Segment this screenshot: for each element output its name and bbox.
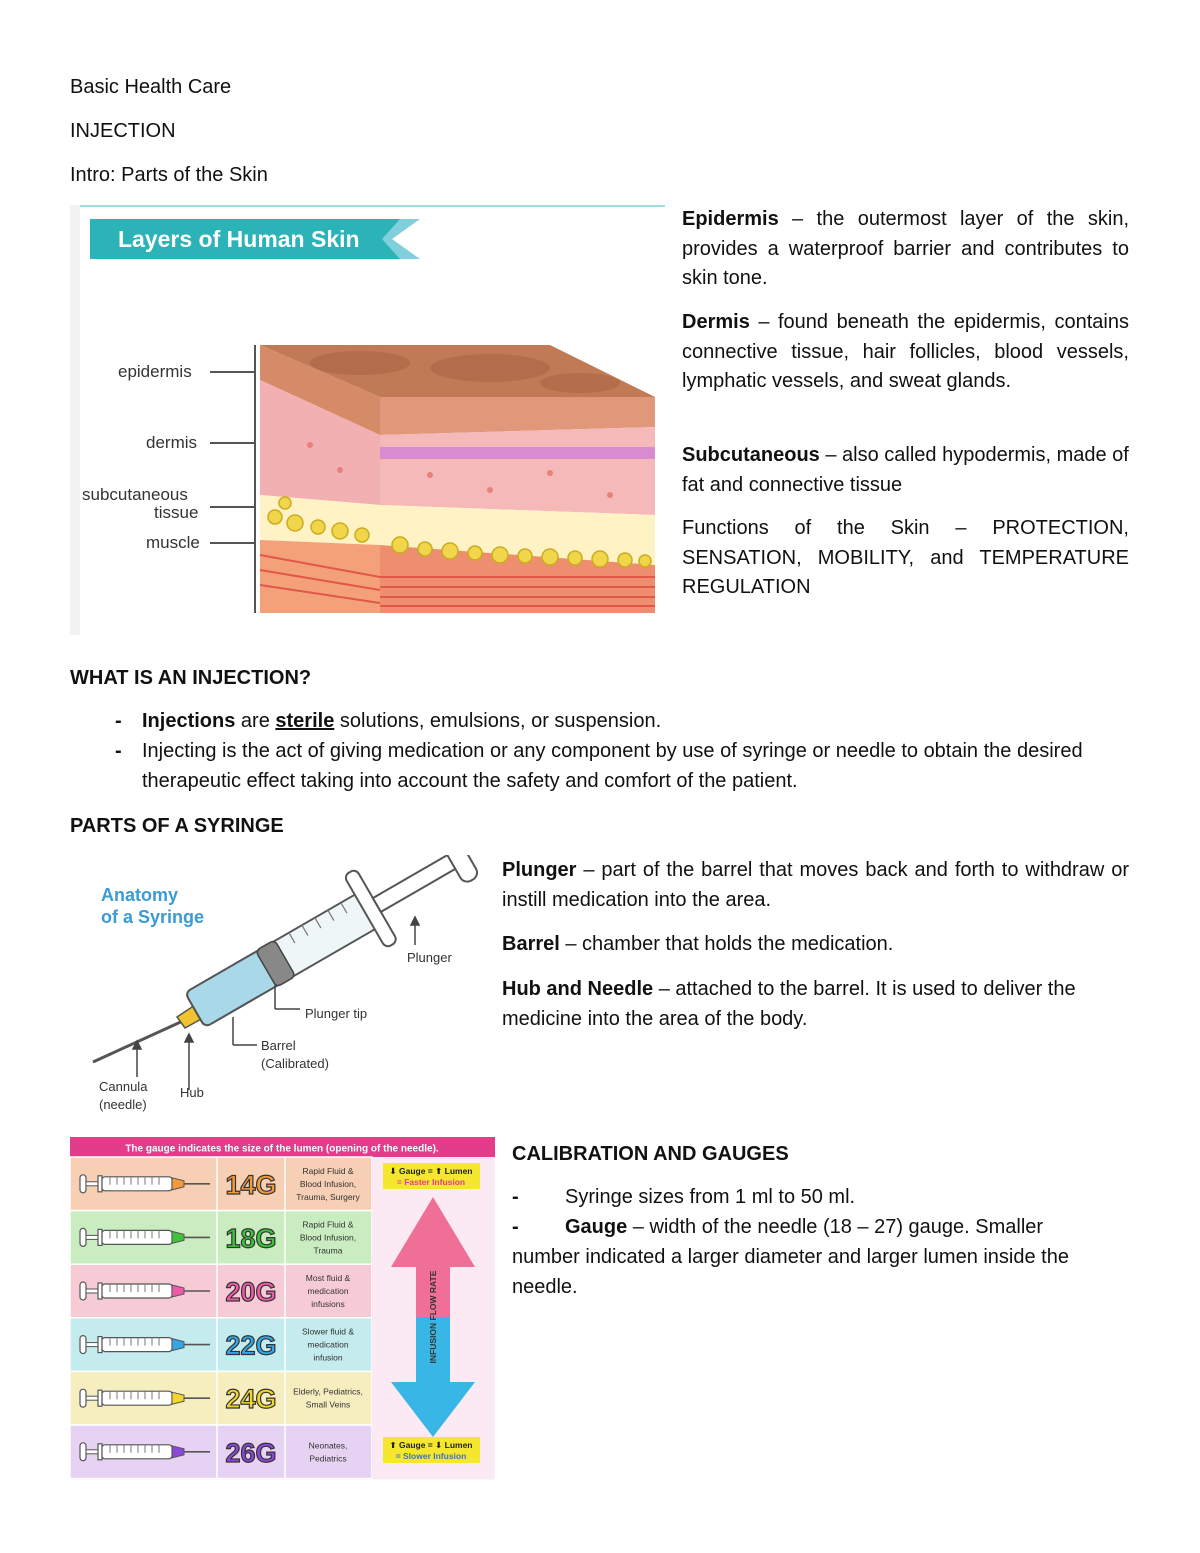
gauge-row: 22G Slower fluid & medication infusion bbox=[70, 1317, 373, 1373]
label-muscle: muscle bbox=[146, 533, 200, 552]
list-item: - Gauge – width of the needle (18 – 27) … bbox=[512, 1216, 1044, 1238]
gauge-term: Gauge bbox=[565, 1216, 628, 1238]
label-barrel: Barrel bbox=[261, 1038, 296, 1053]
label-calibrated: (Calibrated) bbox=[261, 1056, 329, 1071]
list-item: - Syringe sizes from 1 ml to 50 ml. bbox=[512, 1186, 856, 1208]
syringe-icon bbox=[79, 1335, 210, 1355]
gauge-row: 18G Rapid Fluid & Blood Infusion, Trauma bbox=[70, 1209, 373, 1265]
label-dermis: dermis bbox=[146, 433, 197, 452]
gauge-label: 20G bbox=[225, 1277, 276, 1307]
barrel-term: Barrel bbox=[502, 933, 560, 955]
skin-functions: Functions of the Skin – PROTECTION, SENS… bbox=[682, 517, 1129, 598]
syringe-icon bbox=[79, 1174, 210, 1194]
label-hub: Hub bbox=[180, 1085, 204, 1100]
subcutaneous-definition: Subcutaneous – also called hypodermis, m… bbox=[682, 444, 1129, 496]
gauge-use-text: Blood Infusion, bbox=[300, 1232, 356, 1242]
gauge-use-text: Most fluid & bbox=[306, 1273, 351, 1283]
topic-title: INJECTION bbox=[70, 120, 176, 142]
gauge-row: 26G Neonates, Pediatrics bbox=[70, 1424, 373, 1480]
gauge-label: 26G bbox=[225, 1438, 276, 1468]
syringe-icon bbox=[79, 1388, 210, 1408]
gauge-use-text: infusions bbox=[311, 1299, 345, 1309]
syringe-figure-title-1: Anatomy bbox=[101, 885, 178, 905]
gauge-use-text: Slower fluid & bbox=[302, 1327, 354, 1337]
gauge-use-text: medication bbox=[307, 1286, 348, 1296]
gauge-label: 14G bbox=[225, 1170, 276, 1200]
bottom-note-1: ⬆ Gauge = ⬇ Lumen bbox=[390, 1440, 473, 1450]
flow-rate-label: INFUSION FLOW RATE bbox=[428, 1270, 438, 1363]
calibration-heading: CALIBRATION AND GAUGES bbox=[512, 1143, 789, 1165]
gauge-use-text: Elderly, Pediatrics, bbox=[293, 1387, 363, 1397]
label-tissue: tissue bbox=[154, 503, 198, 522]
gauge-use-text: Rapid Fluid & bbox=[302, 1166, 353, 1176]
gauge-banner: The gauge indicates the size of the lume… bbox=[125, 1144, 439, 1155]
gauge-use-text: medication bbox=[307, 1340, 348, 1350]
syringe-icon bbox=[79, 1442, 210, 1462]
needle-gauge-figure: The gauge indicates the size of the lume… bbox=[70, 1137, 495, 1480]
gauge-definition-cont: number indicated a larger diameter and l… bbox=[512, 1246, 1069, 1298]
hub-needle-definition: Hub and Needle – attached to the barrel.… bbox=[502, 978, 1076, 1030]
gauge-use-text: infusion bbox=[313, 1353, 343, 1363]
skin-layers-figure: Layers of Human Skin epidermis d bbox=[70, 205, 665, 635]
label-needle: (needle) bbox=[99, 1097, 147, 1112]
gauge-use-text: Trauma, Surgery bbox=[296, 1192, 360, 1202]
barrel-definition: Barrel – chamber that holds the medicati… bbox=[502, 933, 894, 955]
gauge-use-text: Small Veins bbox=[306, 1400, 350, 1410]
label-plunger: Plunger bbox=[407, 950, 452, 965]
top-note-2: = Faster Infusion bbox=[397, 1177, 465, 1187]
dermis-definition: Dermis – found beneath the epidermis, co… bbox=[682, 311, 1129, 392]
label-epidermis: epidermis bbox=[118, 362, 192, 381]
label-cannula: Cannula bbox=[99, 1079, 148, 1094]
skin-figure-title: Layers of Human Skin bbox=[118, 226, 360, 252]
gauge-label: 22G bbox=[225, 1331, 276, 1361]
dermis-term: Dermis bbox=[682, 311, 750, 333]
gauge-row: 14G Rapid Fluid & Blood Infusion, Trauma, S… bbox=[70, 1156, 373, 1212]
gauge-use-text: Neonates, bbox=[309, 1440, 348, 1450]
intro-subtitle: Intro: Parts of the Skin bbox=[70, 164, 268, 186]
course-title: Basic Health Care bbox=[70, 76, 232, 98]
gauge-use-text: Trauma bbox=[314, 1245, 343, 1255]
gauge-label: 24G bbox=[225, 1384, 276, 1414]
injection-heading: WHAT IS AN INJECTION? bbox=[70, 667, 312, 689]
gauge-row: 20G Most fluid & medication infusions bbox=[70, 1263, 373, 1319]
epidermis-definition: Epidermis – the outermost layer of the s… bbox=[682, 208, 1129, 289]
gauge-row: 24G Elderly, Pediatrics, Small Veins bbox=[70, 1370, 373, 1426]
top-note-1: ⬇ Gauge = ⬆ Lumen bbox=[390, 1166, 473, 1176]
plunger-term: Plunger bbox=[502, 859, 577, 881]
bottom-note-2: = Slower Infusion bbox=[396, 1451, 467, 1461]
syringe-anatomy-figure: Anatomy of a Syringe Plunger Plunger tip… bbox=[92, 855, 479, 1112]
syringe-icon bbox=[79, 1281, 210, 1301]
gauge-use-text: Pediatrics bbox=[309, 1453, 346, 1463]
gauge-label: 18G bbox=[225, 1223, 276, 1253]
syringe-heading: PARTS OF A SYRINGE bbox=[70, 815, 284, 837]
subcutaneous-term: Subcutaneous bbox=[682, 444, 820, 466]
gauge-use-text: Blood Infusion, bbox=[300, 1179, 356, 1189]
syringe-figure-title-2: of a Syringe bbox=[101, 907, 204, 927]
label-subcutaneous: subcutaneous bbox=[82, 485, 188, 504]
label-plunger-tip: Plunger tip bbox=[305, 1006, 367, 1021]
hub-needle-term: Hub and Needle bbox=[502, 978, 654, 1000]
plunger-definition: Plunger – part of the barrel that moves … bbox=[502, 859, 1129, 911]
syringe-icon bbox=[79, 1227, 210, 1248]
epidermis-term: Epidermis bbox=[682, 208, 779, 230]
gauge-use-text: Rapid Fluid & bbox=[302, 1219, 353, 1229]
